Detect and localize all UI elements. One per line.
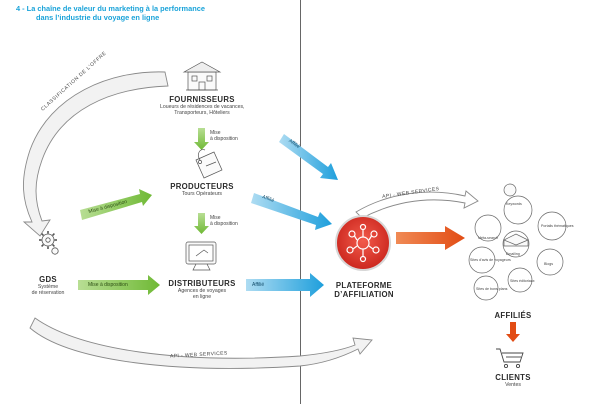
arrow-affilies-clients [506,322,520,342]
affilies-cluster [468,183,567,301]
affiliate-type-3: Portails thématiques [541,224,574,228]
producteurs-desc-1: Tours Opérateurs [181,191,223,197]
arrow-label-affilie-3: Affilié [252,282,265,288]
fournisseurs-title: FOURNISSEURS [169,95,235,104]
api-top-band [355,190,479,219]
diagram-title-line-1: 4 - La chaîne de valeur du marketing à l… [16,4,205,13]
fournisseurs-desc-2: Transporteurs, Hôteliers [174,110,230,117]
distributeurs-desc-2: en ligne [192,294,212,301]
fournisseurs-desc-1: Loueurs de résidences de vacances, [160,104,245,110]
arrow-producteurs-distributeurs [194,213,209,234]
distributeurs-monitor-icon [185,241,217,271]
arrow-fournisseurs-producteurs [194,128,209,150]
producteurs-title: PRODUCTEURS [170,182,234,191]
plateforme-title-1: PLATEFORME [335,281,393,290]
fournisseurs-node: FOURNISSEURS Loueurs de résidences de va… [160,95,245,117]
plateforme-node: PLATEFORME D’AFFILIATION [322,281,406,299]
arrow-gds-distributeurs [78,275,160,295]
api-bottom-band [29,317,373,369]
arrow-label-mise-gds-distributeurs: Mise à disposition [88,282,128,288]
fournisseurs-building-icon [182,61,222,91]
distributeurs-node: DISTRIBUTEURS Agences de voyages en lign… [160,279,244,301]
plateforme-node-icon [335,215,391,271]
gds-desc-2: de réservation [31,290,65,297]
arrow-plateforme-affilies [396,226,465,250]
classification-band [22,71,169,237]
clients-desc-1: Ventes [505,382,521,388]
arrow-producteurs-plateforme [251,193,332,230]
clients-title: CLIENTS [495,373,531,382]
mise-disposition-label-2: Mise à disposition [210,215,238,227]
gds-desc-1: Système [37,284,59,290]
affiliate-type-6: Blogs [544,262,553,266]
affilies-title: AFFILIÉS [494,311,532,320]
gds-gear-icon [39,231,59,255]
arrow-distributeurs-plateforme [246,273,324,297]
gds-node: GDS Système de réservation [28,275,68,297]
page-divider [300,0,301,404]
plateforme-title-2: D’AFFILIATION [334,290,394,299]
affiliate-type-8: Sites éditoriaux [510,279,535,283]
affiliate-type-7: Sites de bons plans [476,287,508,291]
producteurs-node: PRODUCTEURS Tours Opérateurs [160,182,244,197]
affilies-node: AFFILIÉS [476,311,550,320]
arrow-gds-producteurs [80,189,152,220]
mise-disposition-label-1: Mise à disposition [210,130,238,142]
arrow-fournisseurs-plateforme [279,134,338,180]
gds-title: GDS [39,275,57,284]
affiliate-type-1: Méta-search [478,236,498,240]
distributeurs-title: DISTRIBUTEURS [168,279,236,288]
producteurs-tag-icon [195,149,223,179]
affiliate-type-4: Sites d’avis de voyageurs [470,258,511,262]
diagram-title-line-2: dans l’industrie du voyage en ligne [36,13,160,22]
shopping-cart-icon [496,348,524,369]
distributeurs-desc-1: Agences de voyages [177,288,227,294]
affiliate-type-2: Keywords [506,202,522,206]
clients-node: CLIENTS Ventes [476,373,550,388]
affiliate-type-5: Emailing [506,252,520,256]
